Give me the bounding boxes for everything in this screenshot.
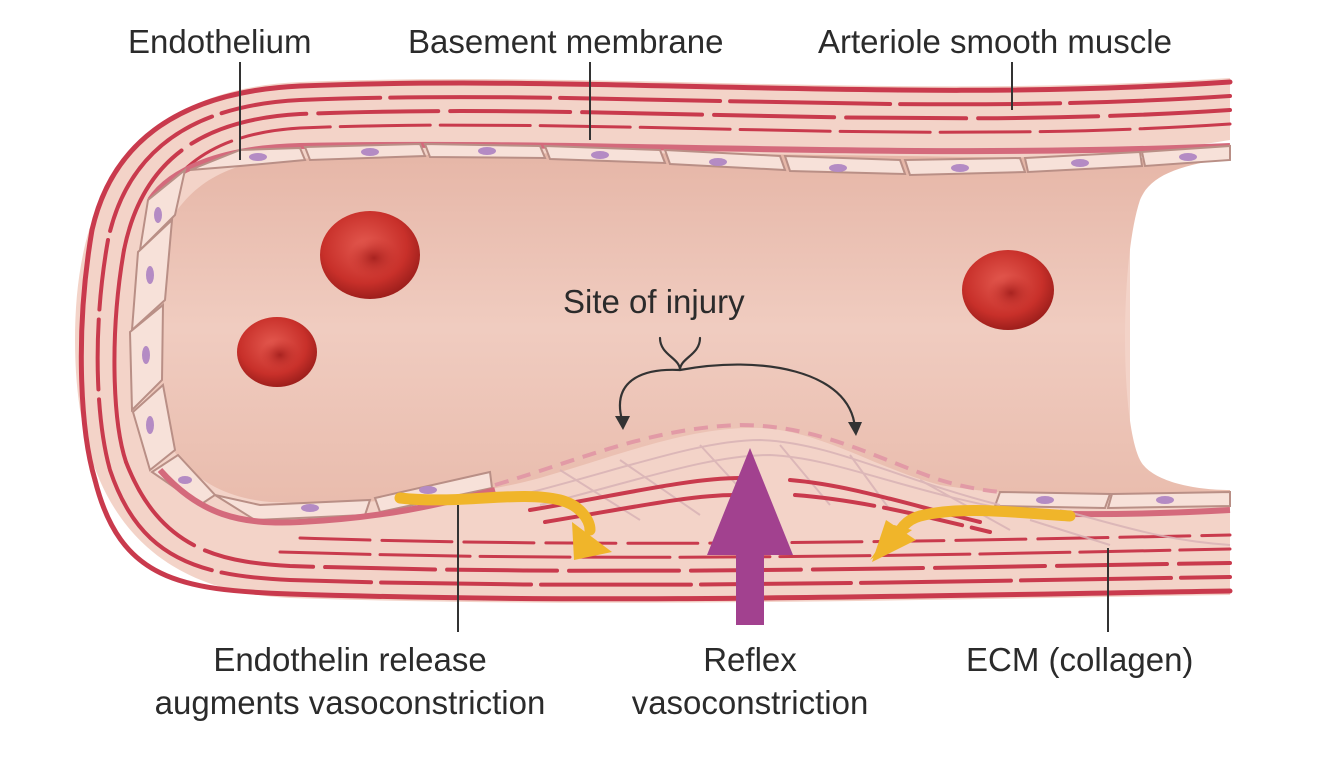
rbc-3	[962, 250, 1054, 330]
reflex-vasoconstriction-arrow	[707, 448, 793, 625]
rbc-1	[320, 211, 420, 299]
endothelium-nuclei-left	[142, 207, 192, 484]
label-reflex-line1: Reflex	[703, 641, 797, 678]
label-endothelium: Endothelium	[128, 23, 312, 60]
label-ecm: ECM (collagen)	[966, 641, 1194, 678]
label-endothelin-line2: augments vasoconstriction	[154, 684, 546, 721]
label-smooth-muscle: Arteriole smooth muscle	[818, 23, 1172, 60]
leader-lines	[239, 62, 1109, 632]
label-basement-membrane: Basement membrane	[408, 23, 724, 60]
red-blood-cells	[237, 211, 1054, 387]
label-reflex-line2: vasoconstriction	[631, 684, 869, 721]
endothelium-top	[189, 142, 1231, 177]
smooth-muscle-left	[78, 227, 128, 483]
endothelin-arrow-right	[870, 505, 1076, 562]
injured-endothelium-dashed	[494, 422, 1001, 494]
site-of-injury-brace	[619, 336, 857, 430]
endothelium-nuclei-bottom-right	[1036, 496, 1174, 504]
endothelium-bottom-right	[993, 490, 1231, 510]
label-site-of-injury: Site of injury	[563, 283, 745, 320]
rbc-2	[237, 317, 317, 387]
brace-arrowheads	[615, 416, 862, 436]
endothelin-arrow-left	[394, 490, 612, 560]
label-endothelin-line1: Endothelin release	[213, 641, 487, 678]
endothelium-nuclei-top	[249, 147, 1197, 172]
endothelium-nuclei-bottom-left	[301, 486, 437, 512]
